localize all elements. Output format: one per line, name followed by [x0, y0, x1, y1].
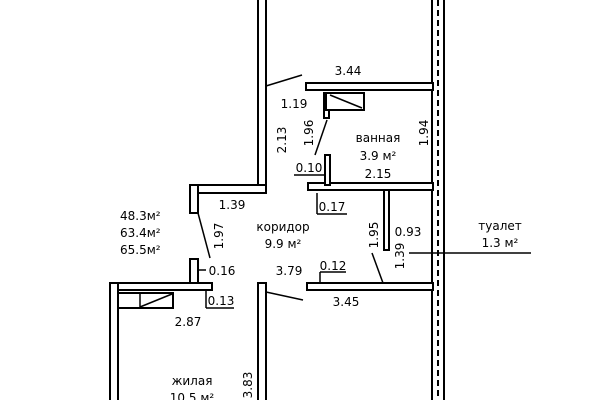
total-living-area: 48.3м² — [120, 209, 161, 223]
wall-bath-top — [305, 82, 434, 91]
dim-0-12: 0.12 — [320, 259, 347, 273]
wall-toilet-partition — [383, 189, 390, 251]
wall-bath-bottom — [307, 182, 434, 191]
living-shaft-diagonal — [139, 293, 173, 308]
dim-1-96: 1.96 — [302, 120, 316, 147]
toilet-name: туалет — [478, 219, 522, 233]
wall-step — [189, 184, 267, 194]
dim-1-94: 1.94 — [417, 120, 431, 147]
wall-upper-left — [257, 0, 267, 191]
door-swing-bath — [314, 119, 328, 156]
dim-2-87: 2.87 — [175, 315, 202, 329]
dim-0-10: 0.10 — [296, 161, 323, 175]
living-shaft — [117, 292, 174, 309]
dim-0-93: 0.93 — [395, 225, 422, 239]
door-swing-left — [197, 212, 211, 259]
wall-bath-door-jamb — [324, 154, 331, 186]
living-area: 10.5 м² — [170, 391, 215, 400]
living-name: жилая — [172, 374, 213, 388]
door-swing-upper — [265, 74, 303, 87]
dim-0-13: 0.13 — [208, 294, 235, 308]
walls — [109, 0, 531, 400]
dim-1-39-toilet: 1.39 — [393, 243, 407, 270]
total-area-with-balcony: 65.5м² — [120, 243, 161, 257]
total-area: 63.4м² — [120, 226, 161, 240]
dim-1-19: 1.19 — [281, 97, 308, 111]
dim-3-45: 3.45 — [333, 295, 360, 309]
wall-step-down — [189, 184, 199, 214]
dim-0-17: 0.17 — [319, 200, 346, 214]
wall-corridor-bottom-right — [306, 282, 434, 291]
bathroom-name: ванная — [356, 131, 401, 145]
dim-1-95: 1.95 — [367, 222, 381, 249]
toilet-area: 1.3 м² — [482, 236, 519, 250]
dim-3-44: 3.44 — [335, 64, 362, 78]
wall-living-left — [109, 282, 119, 400]
wall-room-divider — [257, 282, 267, 400]
dimensions: 3.44 1.19 2.13 1.96 1.94 0.10 2.15 1.39 … — [175, 64, 431, 398]
dim-1-39: 1.39 — [219, 198, 246, 212]
bathroom-area: 3.9 м² — [360, 149, 397, 163]
dim-2-15: 2.15 — [365, 167, 392, 181]
door-swing-room — [265, 291, 304, 301]
door-swing-toilet — [371, 252, 384, 284]
dim-2-13: 2.13 — [275, 127, 289, 154]
dim-0-16: 0.16 — [209, 264, 236, 278]
corridor-name: коридор — [256, 220, 309, 234]
corridor-area: 9.9 м² — [265, 237, 302, 251]
dim-1-97: 1.97 — [212, 223, 226, 250]
shaft-diagonal — [329, 94, 363, 109]
dim-3-83: 3.83 — [241, 372, 255, 399]
wall-living-top — [109, 282, 213, 291]
dim-3-79: 3.79 — [276, 264, 303, 278]
